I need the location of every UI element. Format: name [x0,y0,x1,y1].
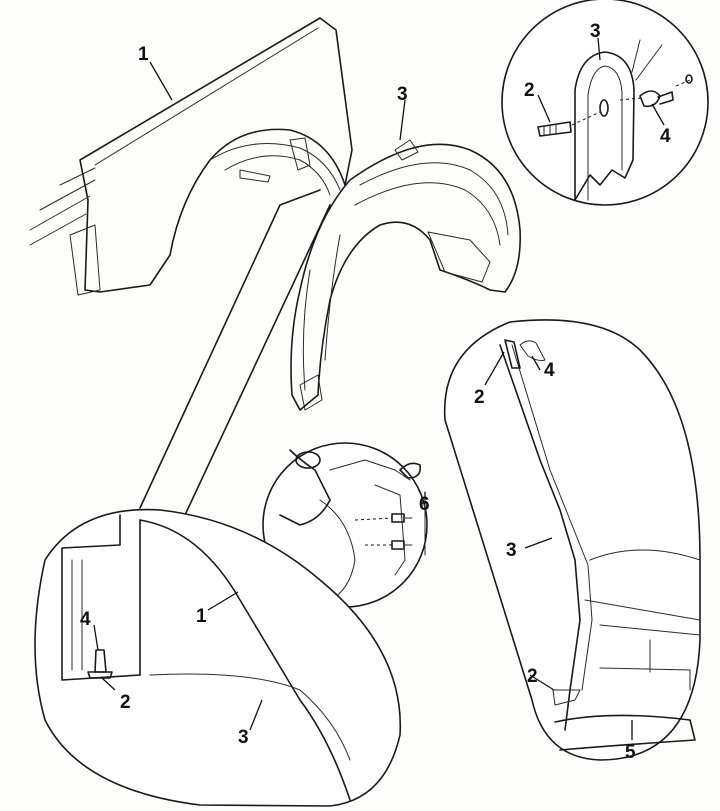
callout-1-detail-bottom-left: 1 [196,606,207,627]
callout-4-detail-bottom-left: 4 [80,609,91,630]
callout-4-detail-top: 4 [660,126,671,147]
fender-panel [29,17,353,296]
callout-2-detail-bottom-left: 2 [120,692,131,713]
leader-lines [93,37,665,740]
wheelhouse-liner [290,139,522,411]
callout-3-detail-bottom-left: 3 [238,727,249,748]
detail-oval-bottom-left [34,508,402,807]
callout-2-detail-right-upper: 2 [474,387,485,408]
callout-4-detail-right: 4 [544,360,555,381]
callout-6-detail-middle: 6 [419,494,430,515]
callout-2-detail-right-lower: 2 [527,666,538,687]
callout-1-fender: 1 [138,44,149,65]
callout-3-detail-top: 3 [590,21,601,42]
callout-2-detail-top: 2 [524,80,535,101]
detail-circle-top-right [501,0,709,206]
callout-3-liner: 3 [397,84,408,105]
detail-oval-right [443,319,701,761]
callout-3-detail-right: 3 [506,540,517,561]
callout-labels: 1 3 3 2 4 4 2 3 2 5 6 4 2 1 3 [80,21,671,763]
callout-5-detail-right: 5 [625,742,636,763]
